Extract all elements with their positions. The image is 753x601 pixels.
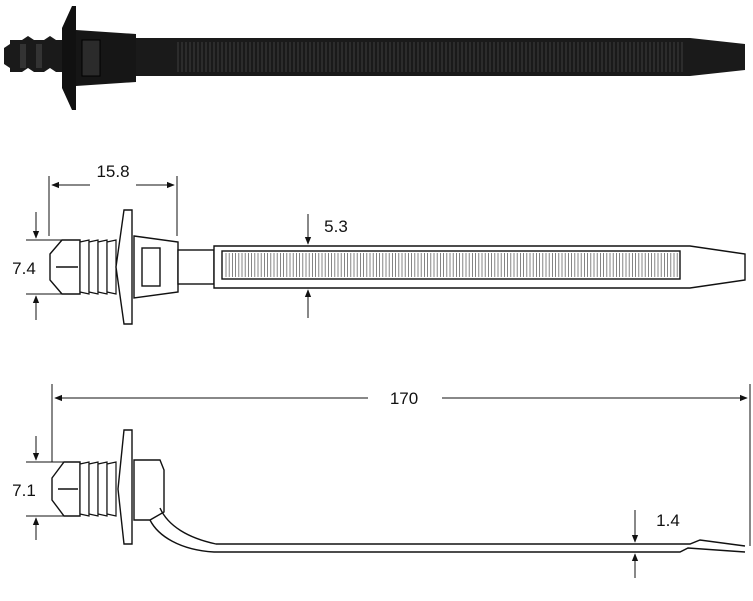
side-view-head [133,459,165,521]
dimension-labels: 15.8 7.4 5.3 170 7.1 1.4 [12,162,680,530]
plug-rib [106,239,117,295]
photo-teeth-group [177,42,683,72]
dim-plug-top-label: 7.4 [12,259,36,278]
top-view-plug-ribs [79,239,117,295]
photo-head-slot [81,39,101,77]
plug-rib [79,461,90,517]
top-view-flange [115,209,133,325]
plug-rib [88,239,99,295]
plug-rib [88,461,99,517]
plug-rib [97,461,108,517]
cable-tie-photo [4,6,745,110]
plug-rib [106,461,117,517]
plug-rib [97,239,108,295]
top-view-strap-teeth [225,253,678,277]
photo-plug [4,36,62,72]
top-view-strap-inner [221,250,681,280]
photo-flange [62,6,76,110]
top-view-head-slot [141,247,161,287]
side-view-strap [149,507,746,553]
plug-rib [79,239,90,295]
dim-head-length-label: 15.8 [96,162,129,181]
side-view-plug-ribs [79,461,117,517]
dim-thickness-label: 1.4 [656,511,680,530]
dimension-lines [26,176,751,578]
photo-strap [136,38,745,76]
side-view-flange [117,429,133,545]
dim-plug-side-label: 7.1 [12,481,36,500]
side-view-drawing [51,429,746,553]
top-view-head-neck [177,249,215,285]
dim-overall-length-label: 170 [390,389,418,408]
dim-strap-width-label: 5.3 [324,217,348,236]
top-view-drawing [49,209,746,325]
